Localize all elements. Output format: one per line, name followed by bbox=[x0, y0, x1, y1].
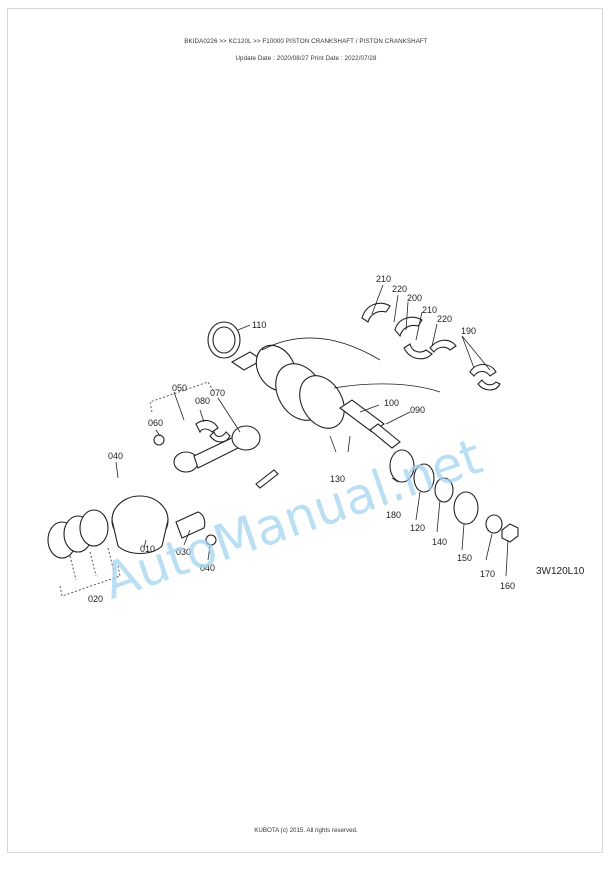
callout: 090 bbox=[410, 405, 425, 415]
crankshaft bbox=[230, 337, 441, 449]
callout: 210 bbox=[422, 305, 437, 315]
copyright-footer: KUBOTA (c) 2015. All rights reserved. bbox=[254, 827, 358, 834]
connecting-rod bbox=[173, 419, 279, 489]
callout: 210 bbox=[376, 274, 391, 284]
callout: 040 bbox=[108, 451, 123, 461]
callout: 050 bbox=[172, 383, 187, 393]
callout: 170 bbox=[480, 569, 495, 579]
callout: 040 bbox=[200, 563, 215, 573]
callout: 220 bbox=[437, 314, 452, 324]
diagram-code: 3W120L10 bbox=[536, 566, 585, 577]
callout: 110 bbox=[252, 320, 266, 330]
piston-rings bbox=[47, 509, 109, 559]
callout: 150 bbox=[457, 553, 472, 563]
callout: 100 bbox=[384, 398, 399, 408]
callout: 190 bbox=[461, 326, 476, 336]
leader-lines bbox=[115, 284, 509, 577]
callout: 080 bbox=[195, 396, 210, 406]
callout: 020 bbox=[88, 594, 103, 604]
callout: 010 bbox=[140, 544, 155, 554]
piston bbox=[111, 434, 217, 555]
callout: 070 bbox=[210, 388, 225, 398]
callout: 140 bbox=[432, 537, 447, 547]
callout: 180 bbox=[386, 510, 401, 520]
callout: 030 bbox=[176, 547, 191, 557]
callout: 130 bbox=[330, 474, 345, 484]
callout: 160 bbox=[500, 581, 515, 591]
page-frame bbox=[7, 8, 603, 853]
callout: 200 bbox=[407, 293, 422, 303]
timing-gears bbox=[389, 449, 519, 543]
callout: 120 bbox=[410, 523, 425, 533]
callouts: 210 220 200 210 220 190 110 050 070 080 … bbox=[88, 274, 515, 604]
callout: 060 bbox=[148, 418, 163, 428]
main-bearings bbox=[361, 302, 501, 391]
dashed-brackets bbox=[59, 381, 215, 597]
date-info: Update Date : 2020/08/27 Print Date : 20… bbox=[235, 55, 377, 62]
callout: 220 bbox=[392, 284, 407, 294]
oil-seal bbox=[207, 321, 241, 359]
breadcrumb: BKIDA0226 >> KC120L >> F10000 PISTON CRA… bbox=[184, 38, 428, 45]
